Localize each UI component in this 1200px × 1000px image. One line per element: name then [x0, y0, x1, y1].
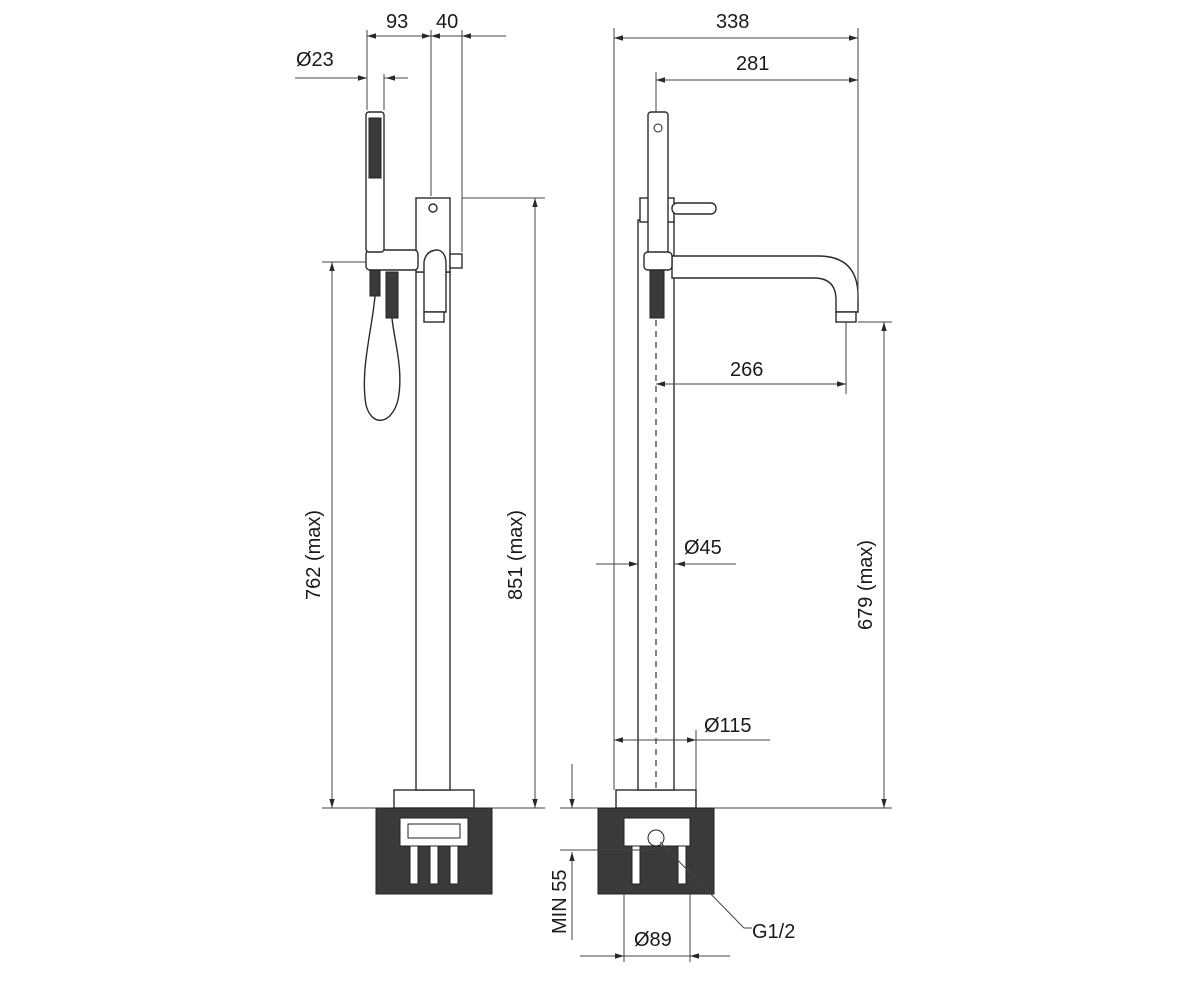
- dim-40-label: 40: [436, 11, 458, 33]
- left-bracket-inner: [407, 823, 461, 839]
- left-spout: [423, 249, 447, 313]
- dim-266-label: 266: [730, 359, 763, 381]
- dim-762-label: 762 (max): [303, 510, 325, 600]
- left-holder-arm: [365, 249, 419, 271]
- left-anchor-bolts: [409, 845, 459, 885]
- right-lever: [671, 202, 717, 215]
- left-dimensions: 93 40 Ø23 762 (max) 851 (max): [295, 11, 545, 809]
- right-hand-shower-button: [653, 123, 663, 133]
- right-hand-shower: [647, 111, 669, 261]
- left-lever: [449, 253, 463, 269]
- right-base-plate: [615, 789, 697, 809]
- right-dimensions: 338 281 266 Ø45 Ø115 679 (max) MIN 55: [549, 11, 892, 962]
- left-base-plate: [393, 789, 475, 809]
- dim-d89-label: Ø89: [634, 929, 672, 951]
- dim-338-label: 338: [716, 11, 749, 33]
- dim-d23-label: Ø23: [296, 49, 334, 71]
- right-hose-connector: [649, 269, 665, 319]
- left-hose: [363, 295, 401, 421]
- dim-d115-label: Ø115: [704, 715, 751, 737]
- right-holder: [643, 251, 673, 271]
- right-spout: [671, 255, 859, 313]
- left-mixer-screw: [428, 203, 438, 213]
- dim-min55-label: MIN 55: [549, 870, 571, 934]
- right-spout-outlet: [835, 311, 857, 323]
- dim-93-label: 93: [386, 11, 408, 33]
- dim-d45-label: Ø45: [684, 537, 722, 559]
- left-spout-outlet: [423, 311, 445, 323]
- left-hose-connector-2: [385, 271, 399, 319]
- right-front-view: [597, 111, 859, 895]
- dim-851-label: 851 (max): [505, 510, 527, 600]
- dim-281-label: 281: [736, 53, 769, 75]
- left-side-view: [363, 111, 493, 895]
- left-hand-shower-grip: [368, 117, 382, 179]
- left-column: [415, 271, 451, 791]
- dim-g12-label: G1/2: [752, 921, 795, 943]
- left-hose-connector-1: [369, 269, 381, 297]
- dim-679-label: 679 (max): [855, 540, 877, 630]
